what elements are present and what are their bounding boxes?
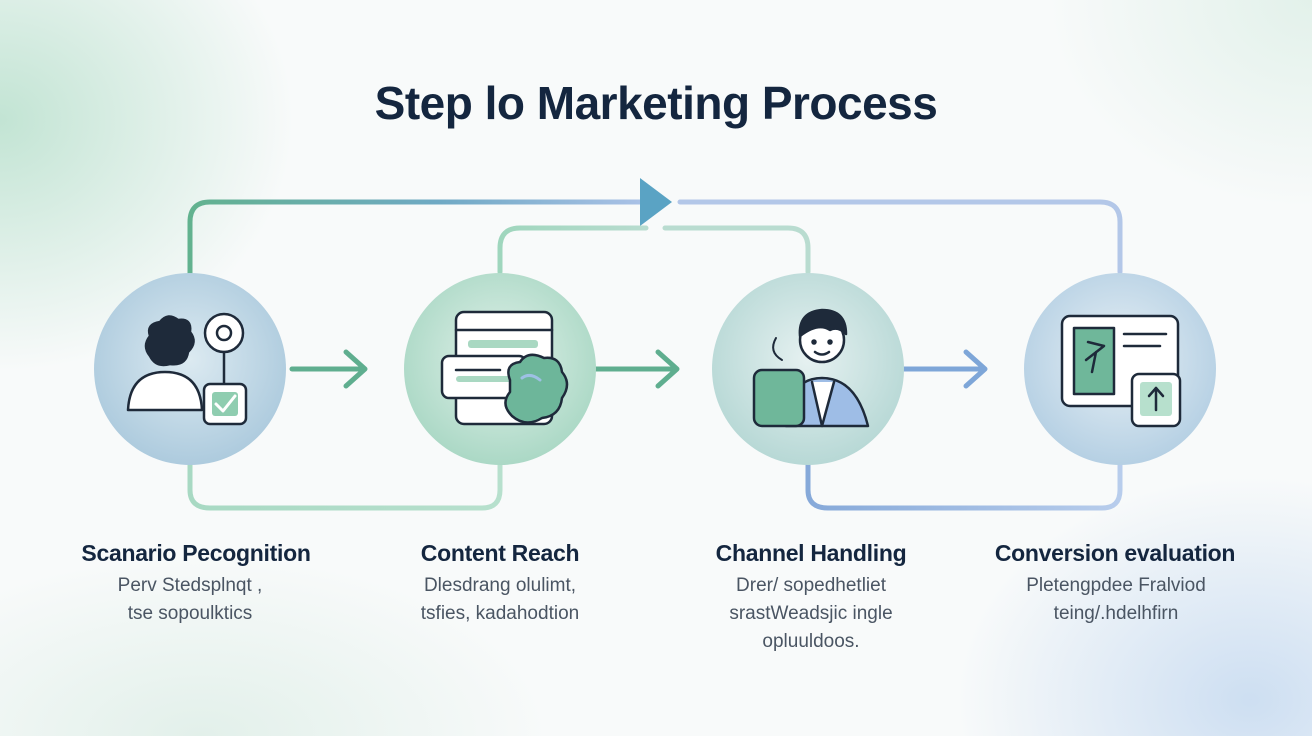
inner-loop-connector-right: [662, 225, 811, 275]
person-target-check-icon: [126, 312, 248, 426]
step-3-desc-line-2: srastWeadsjic ingle: [729, 603, 893, 624]
content-cards-icon: [440, 310, 569, 426]
step-4-description: Pletengpdee Fralviod teing/.hdelhfirn: [986, 572, 1246, 628]
step-4-title: Conversion evaluation: [994, 540, 1236, 566]
page-title: Step lo Marketing Process: [374, 77, 938, 129]
bottom-loop-left: [187, 459, 503, 511]
step-1-desc-line-1: Perv Stedsplnqt ,: [117, 575, 263, 596]
step-4-desc-line-2: teing/.hdelhfirn: [1053, 603, 1179, 624]
step-3-desc-line-1: Drer/ sopedhetliet: [736, 575, 886, 596]
bottom-loop-right: [805, 459, 1123, 511]
step-1-circle: [94, 273, 286, 465]
person-handling-icon: [752, 308, 870, 428]
arrow-1: [289, 349, 368, 389]
step-3-desc-line-3: opluuldoos.: [762, 631, 860, 652]
step-2-desc-line-2: tsfies, kadahodtion: [420, 603, 580, 624]
top-loop-connector-right: [677, 199, 1123, 275]
top-arrowhead: [640, 178, 672, 226]
step-2-description: Dlesdrang olulimt, tsfies, kadahodtion: [370, 572, 630, 628]
step-3-circle: [712, 273, 904, 465]
step-1-description: Perv Stedsplnqt , tse sopoulktics: [60, 572, 320, 628]
step-2-desc-line-1: Dlesdrang olulimt,: [423, 575, 577, 596]
step-2-title: Content Reach: [420, 540, 580, 566]
top-loop-connector: [187, 199, 643, 278]
step-1-title: Scanario Pecognition: [81, 540, 311, 566]
step-1-desc-line-2: tse sopoulktics: [127, 603, 253, 624]
step-4-desc-line-1: Pletengpdee Fralviod: [1026, 575, 1206, 596]
step-3-title: Channel Handling: [715, 540, 907, 566]
inner-loop-connector: [497, 225, 649, 275]
conversion-chart-icon: [1060, 314, 1182, 428]
step-3-description: Drer/ sopedhetliet srastWeadsjic ingle o…: [681, 572, 941, 656]
